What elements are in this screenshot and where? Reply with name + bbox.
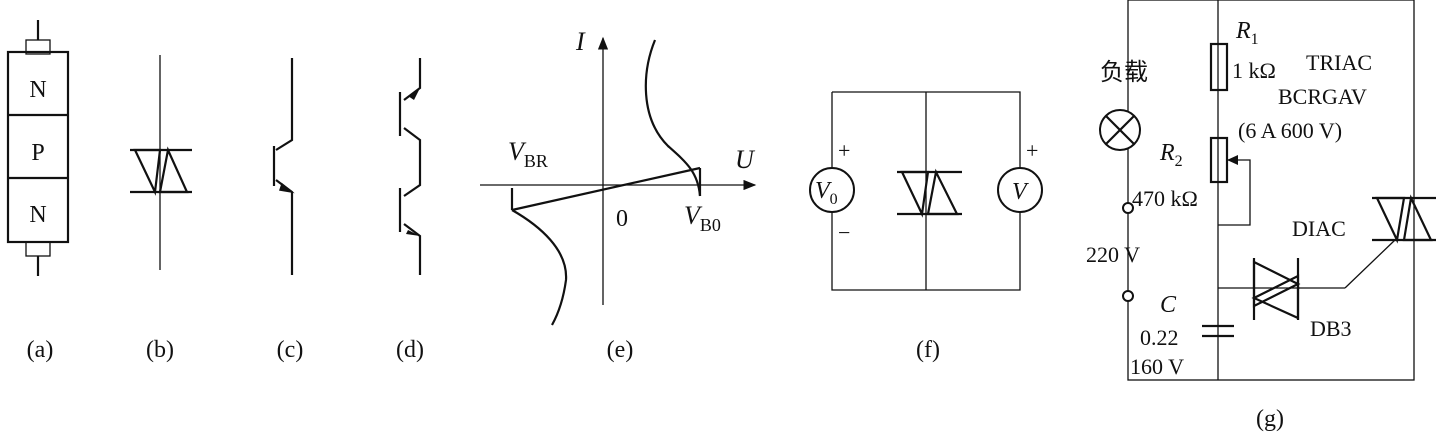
caption-c: (c): [277, 337, 304, 363]
panel-e-iv-curve: [480, 36, 757, 326]
left-minus: −: [838, 220, 850, 245]
u-axis-label: U: [735, 145, 756, 174]
triac-label: TRIAC: [1306, 50, 1372, 75]
db3-label: DB3: [1310, 316, 1352, 341]
i-axis-label: I: [575, 27, 586, 56]
caption-a: (a): [27, 337, 54, 363]
panel-a-layer-stack: N P N: [6, 20, 70, 276]
right-meter-label: V: [1012, 179, 1029, 205]
r1-label: R1: [1235, 18, 1259, 48]
panel-b-diac-symbol: [130, 55, 192, 270]
right-plus: +: [1026, 138, 1038, 163]
caption-b: (b): [146, 337, 174, 363]
panel-g-dimmer-circuit: [1099, 0, 1436, 381]
r2-value: 470 kΩ: [1132, 186, 1198, 211]
capacitor-value: 0.22: [1140, 325, 1179, 350]
negative-resistance-line: [511, 166, 701, 212]
layer-n-bottom: N: [29, 202, 46, 228]
caption-d: (d): [396, 337, 424, 363]
r1-value: 1 kΩ: [1232, 58, 1276, 83]
caption-f: (f): [916, 337, 940, 363]
caption-e: (e): [607, 337, 634, 363]
lower-branch: [511, 209, 568, 326]
layer-n-top: N: [29, 77, 46, 103]
origin-label: 0: [616, 206, 628, 232]
left-plus: +: [838, 138, 850, 163]
triac-rating: (6 A 600 V): [1238, 118, 1342, 143]
vbr-label: VBR: [508, 137, 548, 171]
load-label: 负载: [1100, 59, 1148, 86]
capacitor-voltage: 160 V: [1130, 354, 1184, 379]
panel-c-transistor: [272, 58, 295, 275]
triac-part: BCRGAV: [1278, 84, 1367, 109]
panel-d-transistor-pair: [398, 58, 422, 275]
upper-branch: [644, 39, 702, 197]
diac-label: DIAC: [1292, 216, 1346, 241]
supply-voltage: 220 V: [1086, 242, 1140, 267]
left-meter-label: V0: [815, 178, 838, 208]
layer-p: P: [31, 140, 44, 166]
caption-g: (g): [1256, 406, 1284, 432]
panel-f-test-circuit: [809, 91, 1043, 291]
capacitor-label: C: [1160, 292, 1177, 318]
vb0-label: VB0: [684, 201, 721, 235]
r2-label: R2: [1159, 140, 1183, 170]
